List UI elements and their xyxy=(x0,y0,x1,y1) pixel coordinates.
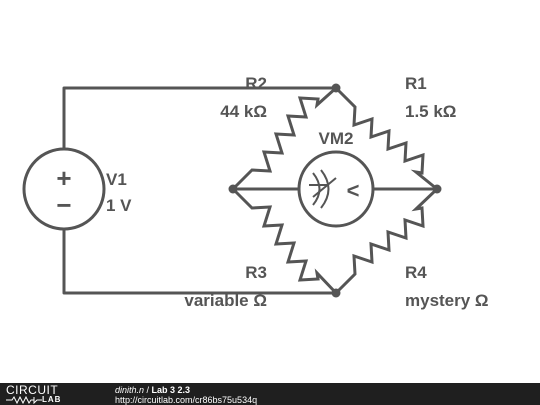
voltage-source-v1[interactable]: + − xyxy=(22,147,106,231)
r3-name-label: R3 xyxy=(245,263,267,282)
meter-dial-icon xyxy=(312,172,321,206)
v1-value-label: 1 V xyxy=(106,196,132,215)
r1-value-label: 1.5 kΩ xyxy=(405,102,456,121)
vm2-name-label: VM2 xyxy=(319,129,354,148)
resistor-r1[interactable] xyxy=(334,86,438,191)
resistor-r4[interactable] xyxy=(334,187,439,295)
circuit-meta: dinith.n / Lab 3 2.3 http://circuitlab.c… xyxy=(115,385,257,405)
meta-separator: / xyxy=(144,385,152,395)
resistor-r3[interactable] xyxy=(231,187,338,295)
meter-dial-arc-icon xyxy=(320,169,330,209)
minus-sign: − xyxy=(56,190,71,220)
logo-text-circuit: CIRCUIT xyxy=(6,383,59,397)
v1-name-label: V1 xyxy=(106,170,127,189)
meter-arrow-icon: < xyxy=(347,178,360,203)
footer-bar: CIRCUIT LAB dinith.n / Lab 3 2.3 http://… xyxy=(0,383,540,405)
resistor-r2[interactable] xyxy=(231,86,338,191)
r3-value-label: variable Ω xyxy=(184,291,267,310)
junction-nodes xyxy=(228,83,442,298)
node-right xyxy=(432,184,442,194)
circuitlab-logo[interactable]: CIRCUIT LAB xyxy=(6,384,96,404)
r2-value-label: 44 kΩ xyxy=(220,102,267,121)
schematic-diagram: + − < R2 44 kΩ R1 1.5 kΩ VM2 V1 1 V R3 v… xyxy=(22,74,489,310)
r1-name-label: R1 xyxy=(405,74,427,93)
plus-sign: + xyxy=(56,163,71,193)
author-link[interactable]: dinith.n xyxy=(115,385,145,395)
wire-top xyxy=(62,86,338,151)
logo-resistor-icon xyxy=(6,396,42,404)
r4-value-label: mystery Ω xyxy=(405,291,489,310)
node-left xyxy=(228,184,238,194)
r2-name-label: R2 xyxy=(245,74,267,93)
logo-text-lab: LAB xyxy=(42,395,62,404)
meter-needle-icon xyxy=(312,177,337,198)
circuit-title[interactable]: Lab 3 2.3 xyxy=(151,385,191,395)
wire-bottom xyxy=(62,227,338,295)
node-top xyxy=(331,83,341,93)
r4-name-label: R4 xyxy=(405,263,427,282)
wires xyxy=(62,86,439,295)
circuit-url-link[interactable]: http://circuitlab.com/cr86bs75u534q xyxy=(115,395,258,405)
node-bottom xyxy=(331,288,341,298)
voltmeter-vm2[interactable]: < xyxy=(297,150,375,228)
